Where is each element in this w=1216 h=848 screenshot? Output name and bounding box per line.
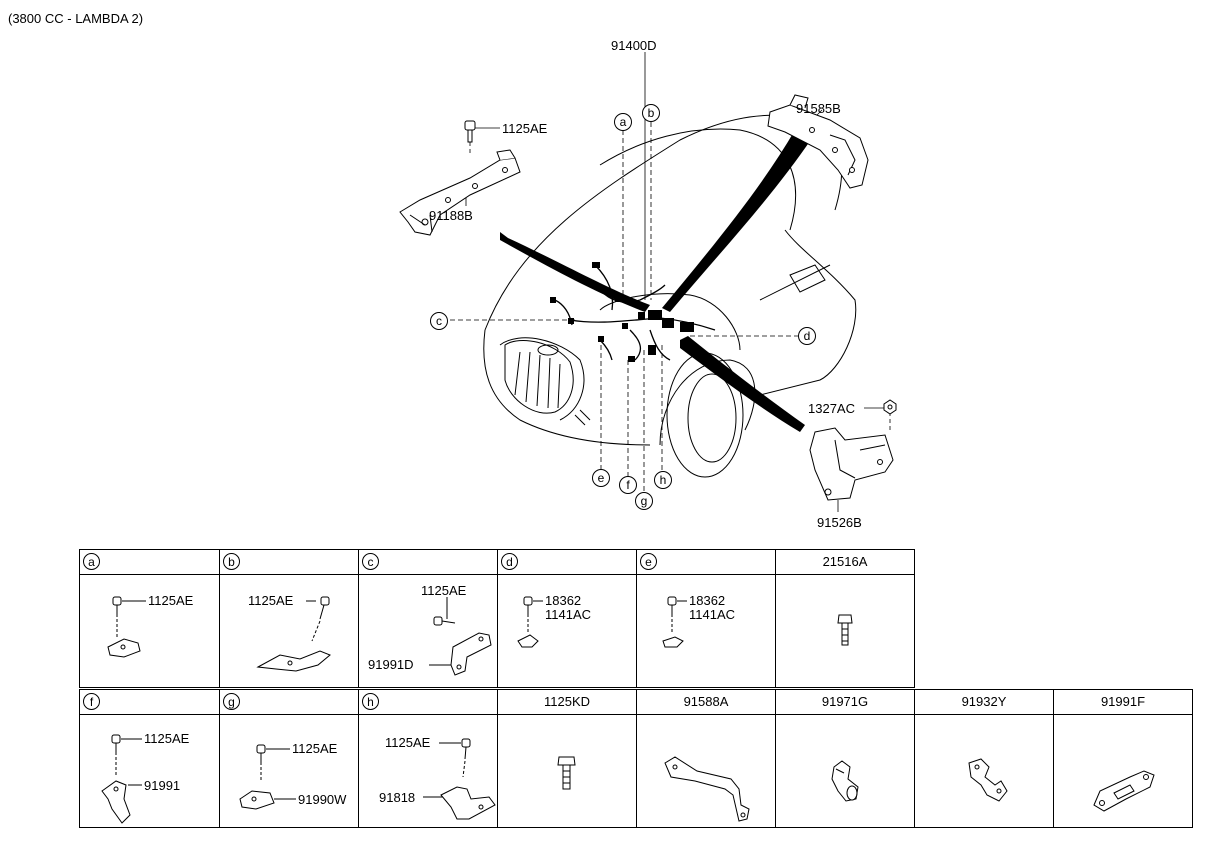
header-g: g [219, 689, 359, 715]
cell-a-label-1: 1125AE [148, 593, 194, 608]
cell-g-label-2: 91990W [298, 792, 347, 807]
header-91991f: 91991F [1053, 689, 1193, 715]
part-cell-e: 18362 1141AC [636, 574, 776, 688]
cell-e-label-2: 1141AC [689, 607, 736, 622]
parts-table-row2: f g h 1125KD 91588A 91971G 91932Y 91991F… [79, 689, 1193, 828]
header-91932y: 91932Y [914, 689, 1054, 715]
cell-d-label-1: 18362 [545, 593, 582, 608]
header-91588a: 91588A [636, 689, 776, 715]
header-d: d [497, 549, 637, 575]
header-a: a [79, 549, 220, 575]
nut-icon [883, 399, 897, 415]
cell-h-label-2: 91818 [379, 790, 416, 805]
callout-c: c [430, 312, 448, 330]
label-nut-right: 1327AC [808, 401, 855, 416]
part-cell-a: 1125AE [79, 574, 220, 688]
cell-e-label-1: 18362 [689, 593, 726, 608]
part-cell-21516a [775, 574, 915, 688]
callout-b: b [642, 104, 660, 122]
cell-b-label-1: 1125AE [248, 593, 294, 608]
header-91971g: 91971G [775, 689, 915, 715]
part-cell-g: 1125AE 91990W [219, 714, 359, 828]
part-cell-91588a [636, 714, 776, 828]
callout-e: e [592, 469, 610, 487]
cell-c-label-2: 91991D [368, 657, 414, 672]
header-f: f [79, 689, 220, 715]
part-cell-c: 1125AE 91991D [358, 574, 498, 688]
vehicle-illustration [399, 52, 897, 512]
callout-f: f [619, 476, 637, 494]
part-cell-91932y [914, 714, 1054, 828]
callout-h: h [654, 471, 672, 489]
bracket-91188b [399, 149, 521, 236]
cell-h-label-1: 1125AE [385, 735, 431, 750]
part-cell-91971g [775, 714, 915, 828]
parts-table-row1: a b c d e 21516A 1125AE 1125AE [79, 549, 915, 688]
callout-g: g [635, 492, 653, 510]
callout-a: a [614, 113, 632, 131]
callout-d: d [798, 327, 816, 345]
diagram-header: (3800 CC - LAMBDA 2) [8, 11, 144, 26]
label-bracket-left: 91188B [429, 208, 473, 223]
header-b: b [219, 549, 359, 575]
part-cell-f: 1125AE 91991 [79, 714, 220, 828]
part-cell-d: 18362 1141AC [497, 574, 637, 688]
header-e: e [636, 549, 776, 575]
header-c: c [358, 549, 498, 575]
header-h: h [358, 689, 498, 715]
cell-g-label-1: 1125AE [292, 741, 338, 756]
part-cell-1125kd [497, 714, 637, 828]
part-cell-91991f [1053, 714, 1193, 828]
part-cell-h: 1125AE 91818 [358, 714, 498, 828]
label-bolt-left: 1125AE [502, 121, 548, 136]
cell-f-label-2: 91991 [144, 778, 181, 793]
bracket-91526b [809, 427, 894, 501]
bracket-91585b [767, 94, 869, 189]
part-cell-b: 1125AE [219, 574, 359, 688]
cell-d-label-2: 1141AC [545, 607, 592, 622]
label-harness: 91400D [611, 38, 657, 53]
harness-connectors [550, 262, 694, 362]
cell-c-label-1: 1125AE [421, 583, 467, 598]
header-21516a: 21516A [775, 549, 915, 575]
label-bracket-right-bottom: 91526B [817, 515, 862, 530]
bolt-icon [464, 120, 476, 143]
header-1125kd: 1125KD [497, 689, 637, 715]
cell-f-label-1: 1125AE [144, 731, 190, 746]
label-bracket-right-top: 91585B [796, 101, 841, 116]
